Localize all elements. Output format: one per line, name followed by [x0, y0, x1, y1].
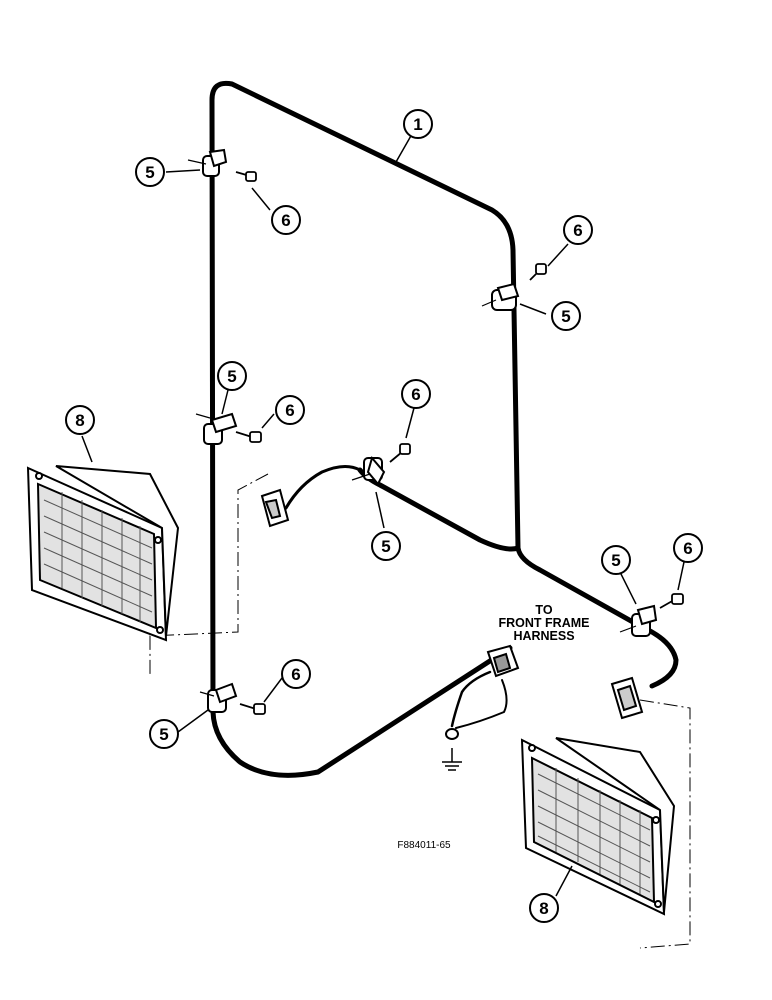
- ground-terminal: [442, 728, 462, 771]
- note-line-1: TO: [535, 603, 552, 617]
- svg-text:5: 5: [611, 551, 620, 570]
- note-line-2: FRONT FRAME: [499, 616, 590, 630]
- clamp-center: [351, 455, 386, 486]
- screw-mid-left: [235, 431, 262, 443]
- connector-left-lamp: [260, 488, 290, 528]
- callout-leaders: [81, 133, 685, 897]
- connector-front-frame: [486, 644, 520, 678]
- front-frame-note: TO FRONT FRAME HARNESS: [499, 603, 590, 643]
- callout-6-right: 6: [673, 533, 703, 563]
- callout-1: 1: [403, 109, 433, 139]
- svg-text:6: 6: [291, 665, 300, 684]
- harness-wire-outline: [209, 80, 679, 715]
- clamp-top-right: [481, 282, 520, 311]
- callout-6-center: 6: [401, 379, 431, 409]
- callout-5-bottom-left: 5: [149, 719, 179, 749]
- harness-branch-left-plug: [284, 465, 362, 510]
- screw-right: [659, 593, 684, 609]
- callout-8-right: 8: [529, 893, 559, 923]
- svg-text:8: 8: [539, 899, 548, 918]
- harness-bottom-loop: [210, 645, 513, 778]
- screw-top-left: [235, 171, 257, 182]
- lens-grid-left: [43, 492, 153, 622]
- callout-6-top-right: 6: [563, 215, 593, 245]
- note-line-3: HARNESS: [513, 629, 574, 643]
- clamp-right: [619, 604, 658, 637]
- clamp-top-left: [187, 148, 228, 177]
- figure-id: F884011-65: [397, 840, 451, 851]
- connector-right-lamp: [610, 676, 644, 720]
- svg-text:6: 6: [285, 401, 294, 420]
- svg-text:5: 5: [561, 307, 570, 326]
- svg-text:6: 6: [573, 221, 582, 240]
- harness-main: [209, 80, 679, 778]
- svg-text:6: 6: [683, 539, 692, 558]
- callout-5-top-right: 5: [551, 301, 581, 331]
- callout-5-top-left: 5: [135, 157, 165, 187]
- ground-lead-2: [455, 679, 508, 729]
- screw-center: [389, 443, 411, 463]
- screw-top-right: [529, 263, 547, 281]
- work-lamp-left: [26, 465, 180, 642]
- svg-text:6: 6: [411, 385, 420, 404]
- callout-6-mid-left: 6: [275, 395, 305, 425]
- callout-8-left: 8: [65, 405, 95, 435]
- svg-text:5: 5: [159, 725, 168, 744]
- callout-5-center: 5: [371, 531, 401, 561]
- work-lamp-right: [520, 737, 676, 916]
- assembly-leaders: [149, 473, 691, 949]
- callout-6-top-left: 6: [271, 205, 301, 235]
- clamp-bottom-left: [199, 682, 238, 713]
- svg-text:6: 6: [281, 211, 290, 230]
- clamp-mid-left: [195, 412, 238, 445]
- svg-text:5: 5: [227, 367, 236, 386]
- svg-text:5: 5: [145, 163, 154, 182]
- svg-text:1: 1: [413, 115, 422, 134]
- callout-5-mid-left: 5: [217, 361, 247, 391]
- callout-6-bottom-left: 6: [281, 659, 311, 689]
- ground-lead: [450, 670, 492, 728]
- svg-text:8: 8: [75, 411, 84, 430]
- callout-5-right: 5: [601, 545, 631, 575]
- lens-grid-right: [537, 768, 651, 894]
- screw-bottom-left: [239, 703, 266, 715]
- svg-text:5: 5: [381, 537, 390, 556]
